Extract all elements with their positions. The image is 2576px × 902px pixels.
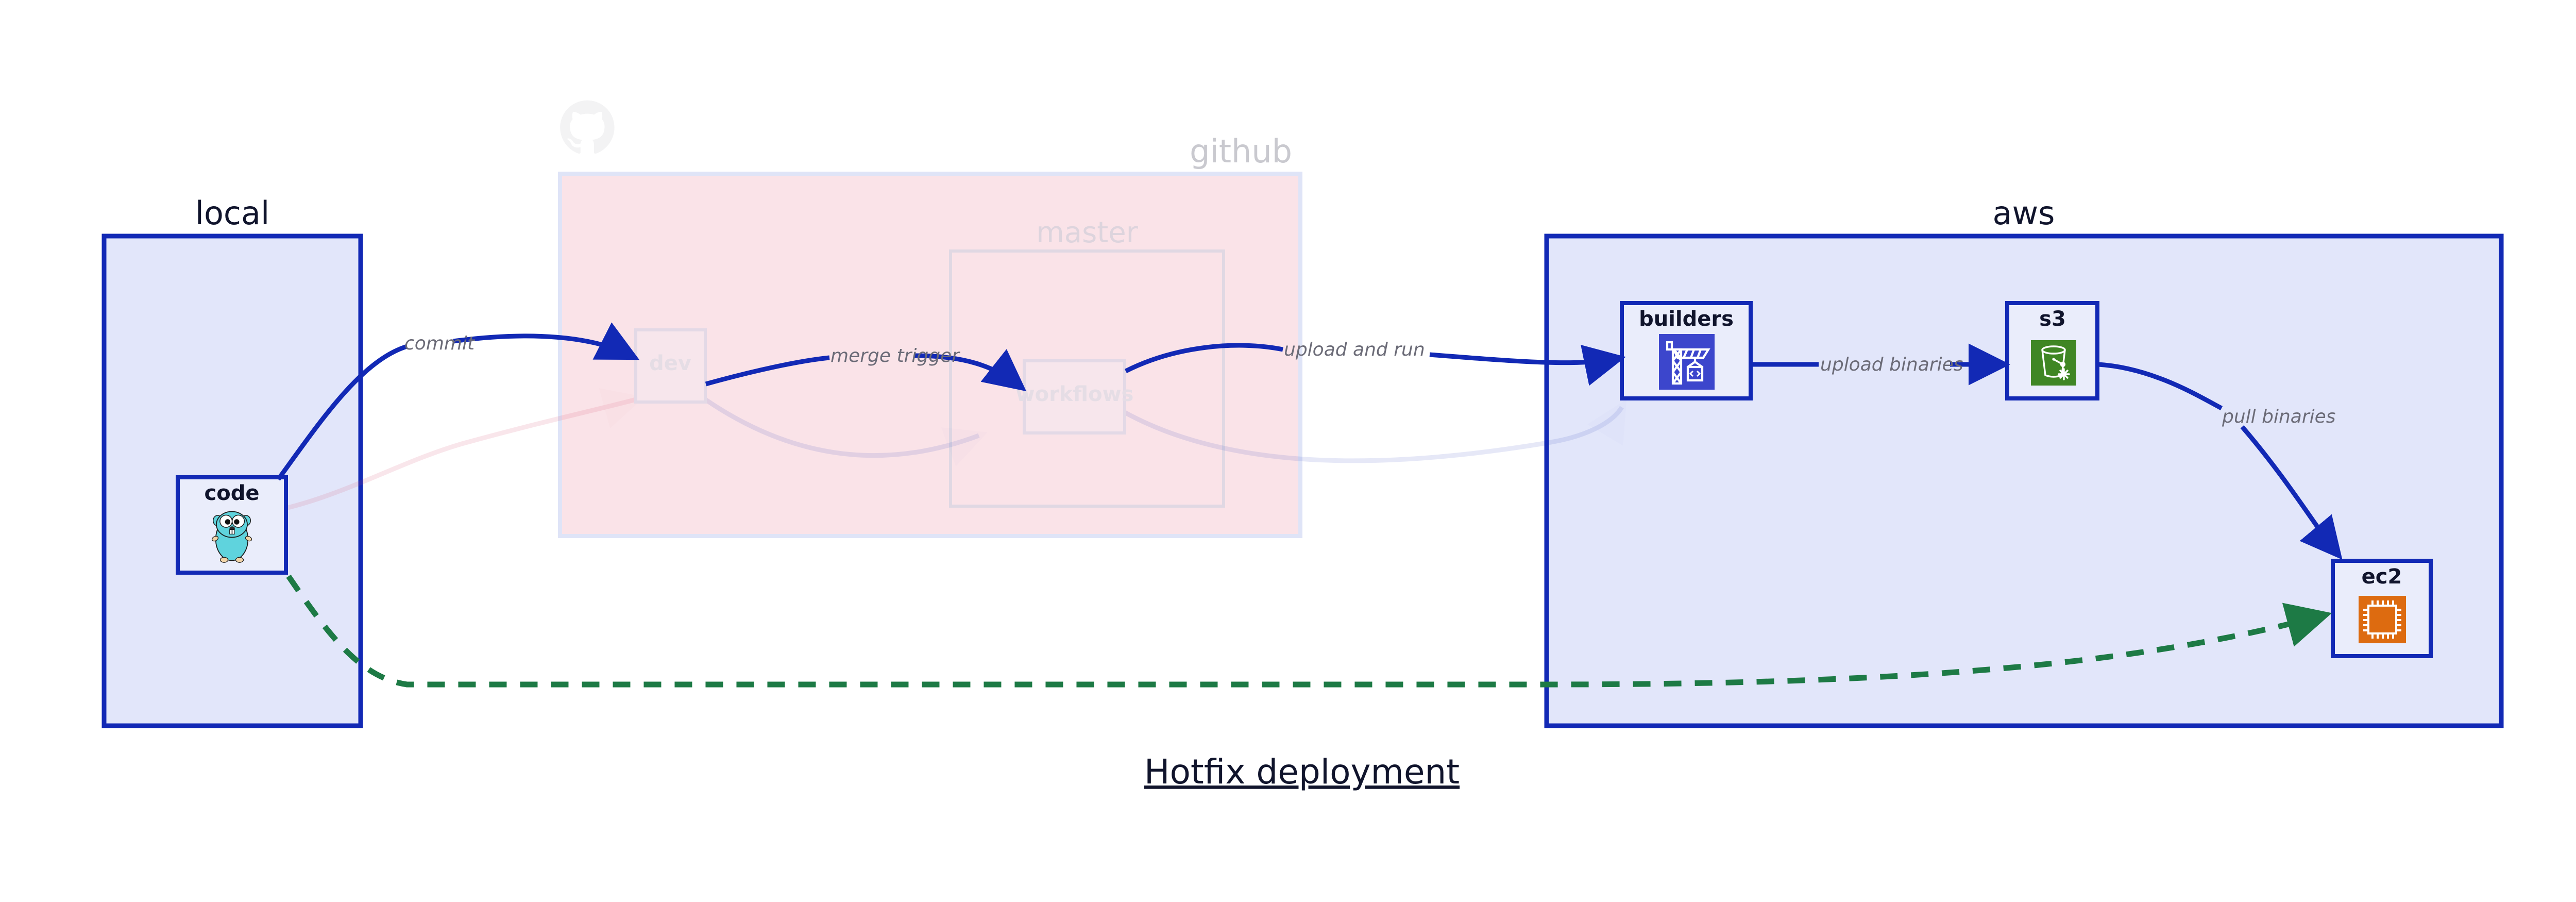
subgroup-label-master: master [1036, 216, 1138, 249]
go-gopher-icon [211, 511, 252, 563]
github-octocat-icon [560, 100, 615, 154]
node-label-s3: s3 [2039, 307, 2066, 331]
edge-commit: commit [276, 322, 640, 481]
edge-label-merge-trigger: merge trigger [831, 345, 960, 366]
node-label-ec2: ec2 [2362, 565, 2402, 589]
group-label-local: local [195, 194, 269, 232]
node-label-dev: dev [649, 352, 691, 375]
node-label-workflows: workflows [1016, 382, 1134, 406]
aws-ec2-chip-icon [2359, 596, 2406, 643]
edge-label-upload-and-run: upload and run [1284, 339, 1425, 360]
subgroup-master[interactable] [949, 249, 1225, 508]
node-workflows[interactable]: workflows [1016, 359, 1134, 435]
node-label-builders: builders [1639, 307, 1734, 331]
node-label-code: code [205, 481, 260, 505]
diagram-title: Hotfix deployment [1144, 752, 1460, 792]
edge-label-pull-binaries: pull binaries [2222, 406, 2336, 427]
node-ec2[interactable]: ec2 [2331, 559, 2433, 658]
edge-merge-trigger: merge trigger [705, 345, 1027, 392]
edge-pull-binaries: pull binaries [2098, 362, 2343, 560]
edge-upload-binaries: upload binaries [1752, 343, 2010, 386]
edge-label-commit: commit [404, 333, 476, 354]
node-builders[interactable]: builders [1620, 301, 1753, 400]
edge-label-upload-binaries: upload binaries [1820, 354, 1963, 375]
group-label-github: github [1190, 132, 1292, 170]
edge-hotfix-direct [286, 574, 2332, 688]
ghost-edges [247, 388, 1627, 518]
aws-s3-bucket-icon [2031, 340, 2076, 386]
edge-upload-and-run: upload and run [1124, 339, 1626, 386]
group-label-aws: aws [1992, 194, 2055, 232]
node-code[interactable]: code [176, 475, 288, 575]
aws-codebuild-crane-icon [1659, 334, 1715, 390]
node-dev[interactable]: dev [634, 328, 707, 404]
node-s3[interactable]: s3 [2005, 301, 2099, 400]
